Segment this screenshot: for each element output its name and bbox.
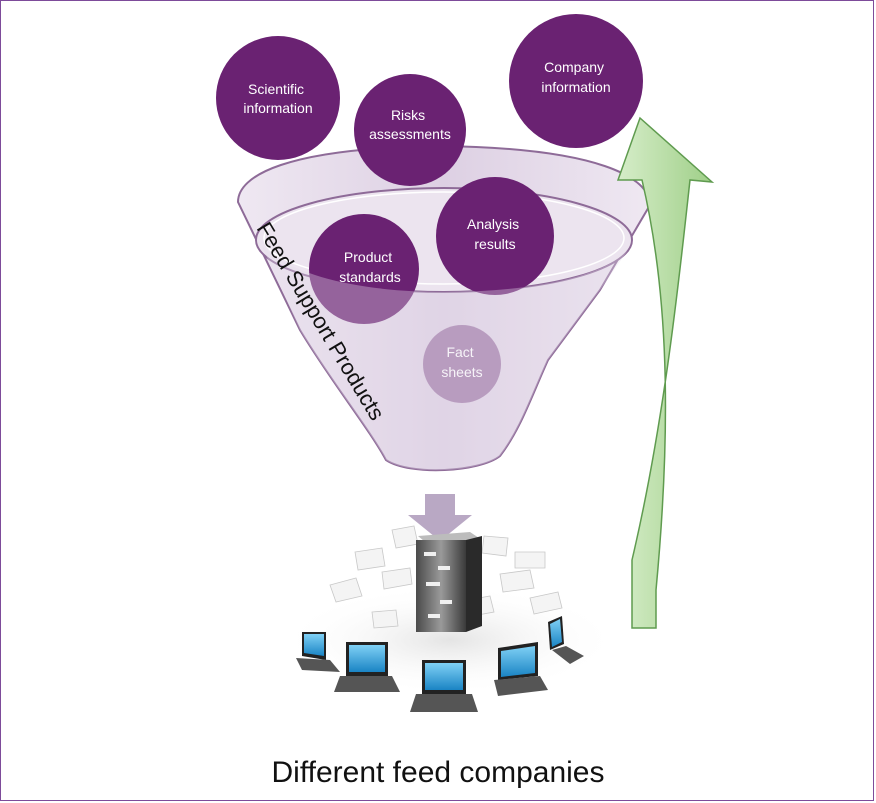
laptop-icon — [296, 632, 340, 672]
company-information-circle — [509, 14, 643, 148]
risks-assessments-circle — [354, 74, 466, 186]
analysis-results-label: Analysis results — [467, 216, 523, 252]
funnel-front-overlay — [262, 246, 628, 471]
scientific-information-label: Scientific information — [243, 81, 312, 116]
info-circles: Scientific information Company informati… — [216, 14, 643, 403]
fact-sheets-label: Fact sheets — [441, 344, 482, 380]
risks-assessments-label: Risks assessments — [369, 107, 451, 142]
fact-sheets-circle — [423, 325, 501, 403]
product-standards-circle — [309, 214, 419, 324]
funnel-rim-inner — [263, 191, 625, 285]
laptop-icon — [410, 660, 478, 712]
feedback-arrow — [616, 116, 715, 629]
scientific-information-circle — [216, 36, 340, 160]
down-arrow — [408, 494, 472, 541]
server-icon — [416, 532, 482, 632]
laptop-icon — [548, 616, 584, 664]
company-information-label: Company information — [541, 59, 610, 95]
laptop-icon — [334, 642, 400, 692]
caption: Different feed companies — [271, 756, 605, 789]
analysis-results-circle — [436, 177, 554, 295]
laptop-icon — [494, 642, 548, 696]
product-standards-label: Product standards — [339, 249, 400, 285]
laptops — [296, 616, 584, 712]
